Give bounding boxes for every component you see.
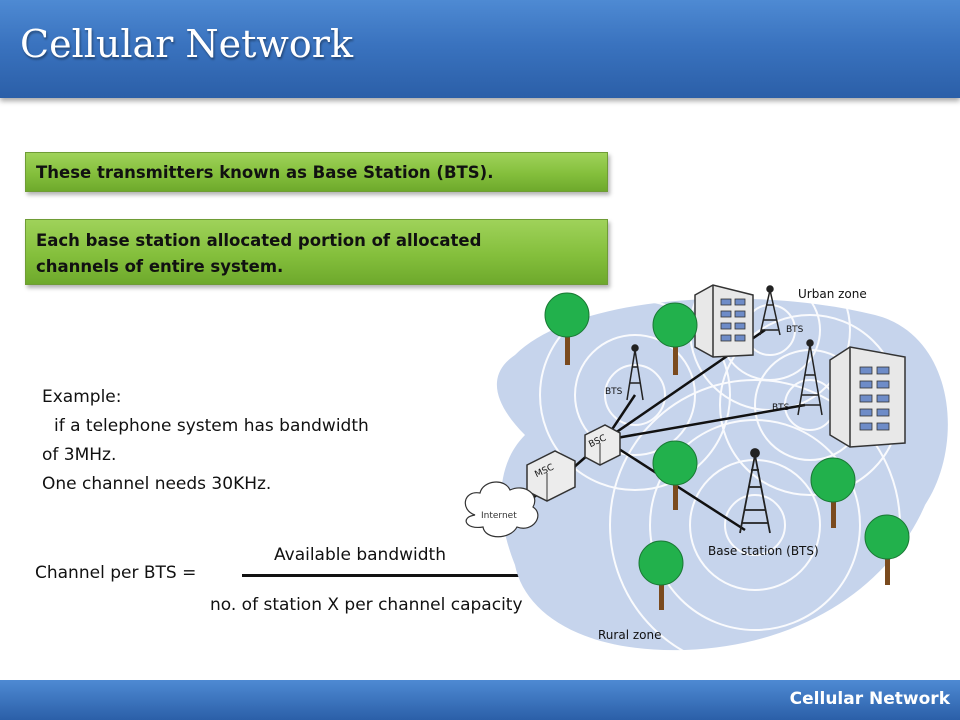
bullet-text-channels-line2: channels of entire system.: [36, 257, 284, 276]
example-line-bandwidth: if a telephone system has bandwidth: [54, 416, 369, 436]
bsc-box: BSC: [584, 424, 621, 466]
tree-icon: [544, 292, 590, 365]
bullet-text-channels-line1: Each base station allocated portion of a…: [36, 231, 482, 250]
footer-bar: Cellular Network: [0, 680, 960, 720]
tree-icon: [810, 457, 856, 528]
bts-label-left: BTS: [605, 387, 623, 397]
title-bar: Cellular Network: [0, 0, 960, 98]
tree-icon: [652, 302, 698, 375]
internet-label: Internet: [481, 511, 517, 521]
formula-numerator: Available bandwidth: [274, 545, 446, 565]
tower-icon: [759, 285, 781, 336]
bullet-text-bts: These transmitters known as Base Station…: [36, 163, 494, 182]
slide-title: Cellular Network: [20, 22, 354, 66]
bullet-box-bts: These transmitters known as Base Station…: [25, 152, 608, 192]
example-block: Example: if a telephone system has bandw…: [42, 383, 369, 499]
tower-icon: [797, 339, 823, 416]
example-line-mhz: of 3MHz.: [42, 445, 117, 465]
cellular-network-diagram: BSC MSC Internet Urban zone BTS BTS BTS …: [464, 275, 948, 655]
bts-label-right: BTS: [772, 403, 790, 413]
building-icon: [694, 284, 754, 358]
urban-zone-label: Urban zone: [798, 287, 867, 301]
fraction-line: [242, 574, 576, 577]
tower-icon: [739, 448, 771, 534]
example-heading: Example:: [42, 387, 122, 407]
example-line-channel: One channel needs 30KHz.: [42, 474, 272, 494]
internet-cloud-icon: Internet: [464, 481, 539, 538]
tree-icon: [864, 514, 910, 585]
tower-icon: [626, 344, 644, 401]
rural-zone-label: Rural zone: [598, 628, 661, 642]
building-icon: [829, 346, 906, 448]
msc-box: MSC: [526, 450, 576, 502]
bts-label-urban: BTS: [786, 325, 804, 335]
footer-title: Cellular Network: [789, 689, 950, 709]
formula-denominator: no. of station X per channel capacity: [210, 595, 523, 615]
base-station-label: Base station (BTS): [708, 544, 819, 558]
bullet-box-channels: Each base station allocated portion of a…: [25, 219, 608, 285]
formula-label: Channel per BTS =: [35, 563, 197, 583]
tree-icon: [638, 540, 684, 610]
tree-icon: [652, 440, 698, 510]
